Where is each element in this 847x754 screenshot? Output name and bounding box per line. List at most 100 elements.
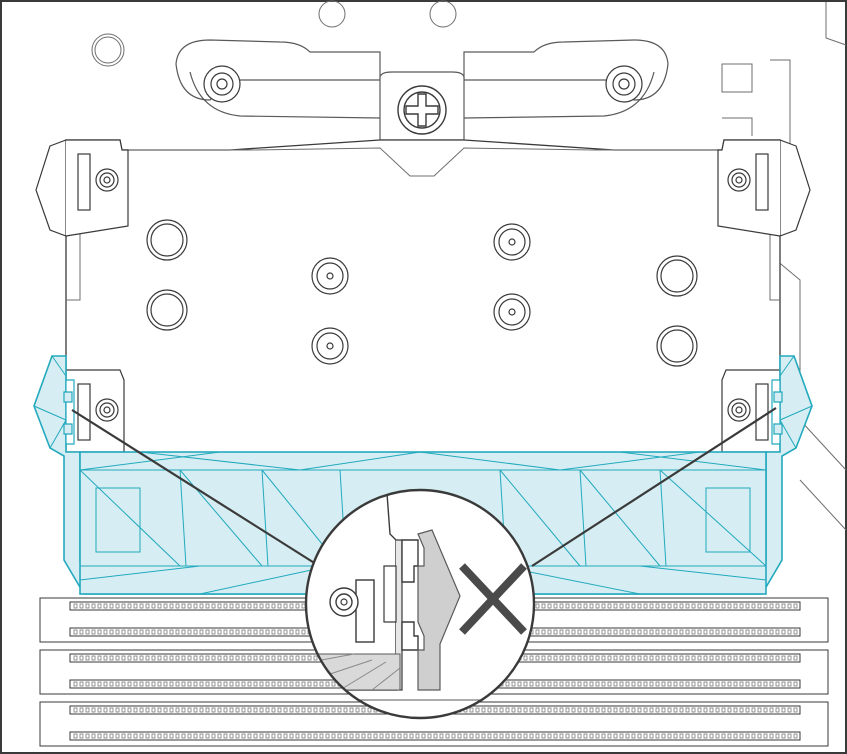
- ram-pin: [163, 603, 168, 609]
- ram-pin: [661, 629, 666, 635]
- ram-pin: [493, 733, 498, 739]
- ram-pin: [259, 681, 264, 687]
- ram-pin: [481, 707, 486, 713]
- ram-pin: [643, 629, 648, 635]
- ram-pin: [733, 733, 738, 739]
- ram-pin: [739, 629, 744, 635]
- ram-pin: [145, 733, 150, 739]
- ram-pin: [217, 655, 222, 661]
- ram-pin: [745, 707, 750, 713]
- ram-pin: [547, 733, 552, 739]
- ram-pin: [163, 655, 168, 661]
- ram-pin: [793, 629, 798, 635]
- ram-pin: [655, 733, 660, 739]
- ram-pin: [217, 733, 222, 739]
- ram-pin: [121, 629, 126, 635]
- ram-pin: [211, 733, 216, 739]
- ram-pin: [793, 707, 798, 713]
- ram-pin: [85, 733, 90, 739]
- top-clip-left: [35, 139, 129, 237]
- ram-pin: [529, 733, 534, 739]
- ram-pin: [169, 681, 174, 687]
- ram-pin: [709, 707, 714, 713]
- ram-pin: [523, 655, 528, 661]
- ram-pin: [535, 603, 540, 609]
- ram-pin: [673, 603, 678, 609]
- ram-pin: [703, 655, 708, 661]
- ram-pin: [103, 681, 108, 687]
- ram-pin: [325, 681, 330, 687]
- ram-pin: [583, 707, 588, 713]
- ram-pin: [79, 629, 84, 635]
- ram-pin: [217, 681, 222, 687]
- ram-pin: [733, 681, 738, 687]
- ram-pin: [679, 603, 684, 609]
- ram-pin: [271, 629, 276, 635]
- ram-pin: [73, 681, 78, 687]
- ram-pin: [655, 707, 660, 713]
- ram-pin: [193, 655, 198, 661]
- ram-pin: [253, 733, 258, 739]
- ram-pin: [637, 603, 642, 609]
- ram-pin: [667, 707, 672, 713]
- ram-pin: [547, 707, 552, 713]
- ram-pin: [595, 603, 600, 609]
- ram-pin: [241, 629, 246, 635]
- ram-pin: [583, 629, 588, 635]
- ram-pin: [589, 707, 594, 713]
- ram-pin: [553, 603, 558, 609]
- ram-pin: [649, 707, 654, 713]
- ram-pin: [397, 733, 402, 739]
- ram-pin: [283, 707, 288, 713]
- ram-pin: [481, 733, 486, 739]
- ram-pin: [547, 655, 552, 661]
- ram-pin: [625, 603, 630, 609]
- ram-pin: [97, 655, 102, 661]
- ram-pin: [571, 629, 576, 635]
- ram-pin: [655, 629, 660, 635]
- ram-pin: [589, 629, 594, 635]
- ram-pin: [271, 655, 276, 661]
- ram-pin: [343, 733, 348, 739]
- ram-pin: [127, 655, 132, 661]
- ram-pin: [337, 707, 342, 713]
- ram-pin: [703, 603, 708, 609]
- ram-pin: [601, 733, 606, 739]
- ram-pin: [175, 707, 180, 713]
- ram-pin: [199, 655, 204, 661]
- ram-pin: [253, 655, 258, 661]
- ram-pin: [367, 733, 372, 739]
- ram-pin: [343, 707, 348, 713]
- ram-pin: [673, 707, 678, 713]
- ram-pin: [151, 629, 156, 635]
- ram-pin: [667, 655, 672, 661]
- ram-pin: [169, 733, 174, 739]
- ram-pin: [739, 707, 744, 713]
- ram-pin: [601, 603, 606, 609]
- ram-pin: [631, 733, 636, 739]
- ram-pin: [253, 681, 258, 687]
- ram-pin: [223, 733, 228, 739]
- ram-pin: [703, 681, 708, 687]
- cross-mark-icon: [459, 563, 527, 635]
- ram-pin: [181, 681, 186, 687]
- ram-pin: [313, 733, 318, 739]
- ram-pin: [487, 733, 492, 739]
- ram-pin: [277, 681, 282, 687]
- ram-pin: [613, 603, 618, 609]
- ram-pin: [163, 681, 168, 687]
- ram-pin: [151, 733, 156, 739]
- ram-pin: [469, 733, 474, 739]
- ram-pin: [211, 681, 216, 687]
- ram-pin: [715, 733, 720, 739]
- ram-pin: [595, 629, 600, 635]
- ram-pin: [535, 655, 540, 661]
- ram-pin: [469, 707, 474, 713]
- ram-pin: [97, 629, 102, 635]
- ram-pin: [703, 733, 708, 739]
- ram-pin: [733, 707, 738, 713]
- ram-pin: [571, 733, 576, 739]
- ram-pin: [673, 681, 678, 687]
- ram-pin: [163, 707, 168, 713]
- ram-pin: [151, 681, 156, 687]
